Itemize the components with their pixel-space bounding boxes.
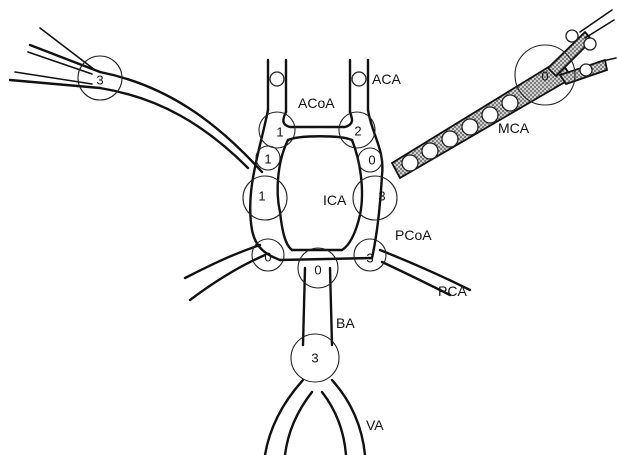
- label-ba: BA: [336, 315, 355, 331]
- label-pca: PCA: [438, 283, 467, 299]
- left-upper-artery: [10, 28, 262, 172]
- node-top-left-branch: 3: [96, 73, 103, 88]
- node-acoa-right: 2: [354, 124, 361, 139]
- vessel-labels: ACA ACoA MCA ICA PCoA PCA BA VA: [298, 71, 530, 433]
- node-ba-mid: 3: [311, 351, 318, 366]
- node-mca-distal: 0: [541, 69, 548, 84]
- node-mca-origin: 0: [368, 153, 375, 168]
- label-acoa: ACoA: [298, 95, 335, 111]
- label-va: VA: [366, 417, 384, 433]
- node-ba-top: 0: [314, 263, 321, 278]
- label-mca: MCA: [498, 120, 530, 136]
- node-ica-left-upper: 1: [264, 152, 271, 167]
- node-ica-left: 1: [258, 189, 265, 204]
- node-pcoa-left: 0: [264, 250, 271, 265]
- label-pcoa: PCoA: [395, 227, 432, 243]
- node-pcoa-right: 3: [366, 251, 373, 266]
- node-ica-right: 3: [378, 189, 385, 204]
- label-ica: ICA: [323, 192, 347, 208]
- node-acoa-left: 1: [276, 125, 283, 140]
- label-aca: ACA: [372, 71, 401, 87]
